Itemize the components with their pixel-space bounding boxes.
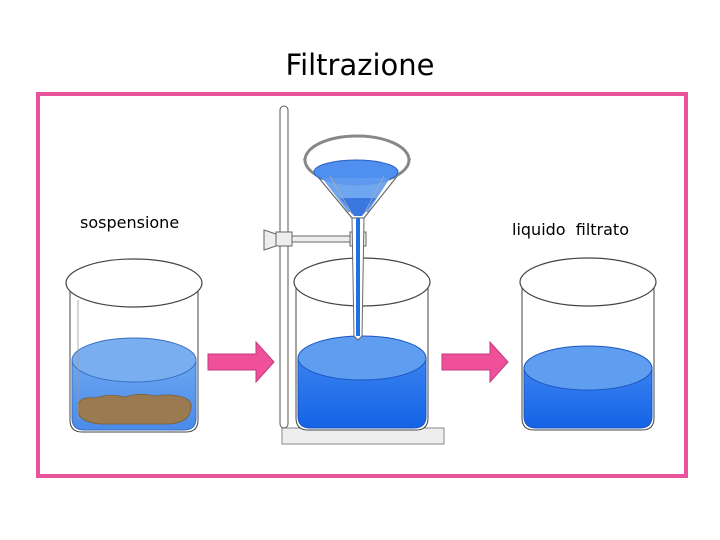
- sediment: [77, 393, 192, 425]
- stand-rod: [279, 105, 289, 429]
- arrow-right-1: [207, 340, 275, 384]
- filtrate-stream: [356, 218, 360, 336]
- label-suspension: sospensione: [80, 213, 180, 232]
- clamp: [263, 229, 367, 251]
- diagram-title: Filtrazione: [285, 48, 435, 82]
- beaker-receiving: [293, 257, 431, 431]
- diagram-frame: [36, 92, 688, 478]
- beaker-suspension: [65, 258, 203, 433]
- label-filtrate: liquido filtrato: [512, 220, 629, 239]
- beaker-filtrate: [519, 257, 657, 431]
- arrow-right-2: [441, 340, 509, 384]
- funnel: [302, 134, 412, 341]
